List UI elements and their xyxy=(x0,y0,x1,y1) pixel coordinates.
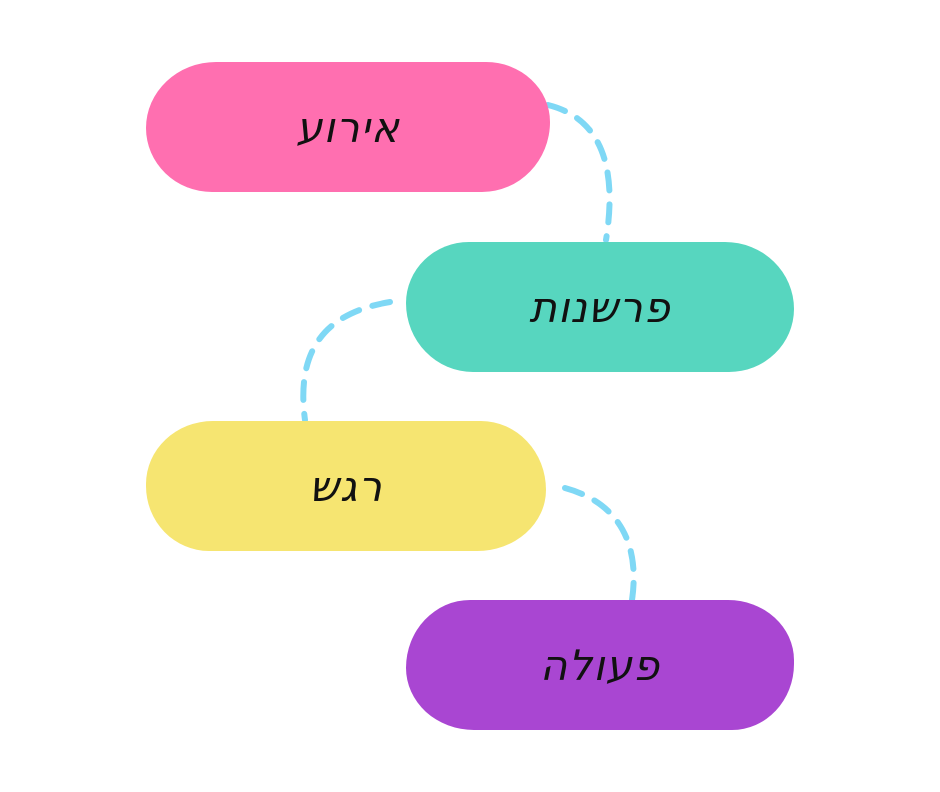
node-emotion-label: רגש xyxy=(309,461,383,511)
node-event: אירוע xyxy=(146,62,550,192)
node-action: פעולה xyxy=(406,600,794,730)
connector-emotion-action xyxy=(562,485,637,603)
node-action-label: פעולה xyxy=(539,640,661,690)
node-emotion: רגש xyxy=(146,421,546,551)
node-interpretation: פרשנות xyxy=(406,242,794,372)
connector-event-interpretation xyxy=(545,102,613,243)
connector-interpretation-emotion xyxy=(300,299,393,423)
node-interpretation-label: פרשנות xyxy=(529,282,671,332)
node-event-label: אירוע xyxy=(296,102,400,152)
